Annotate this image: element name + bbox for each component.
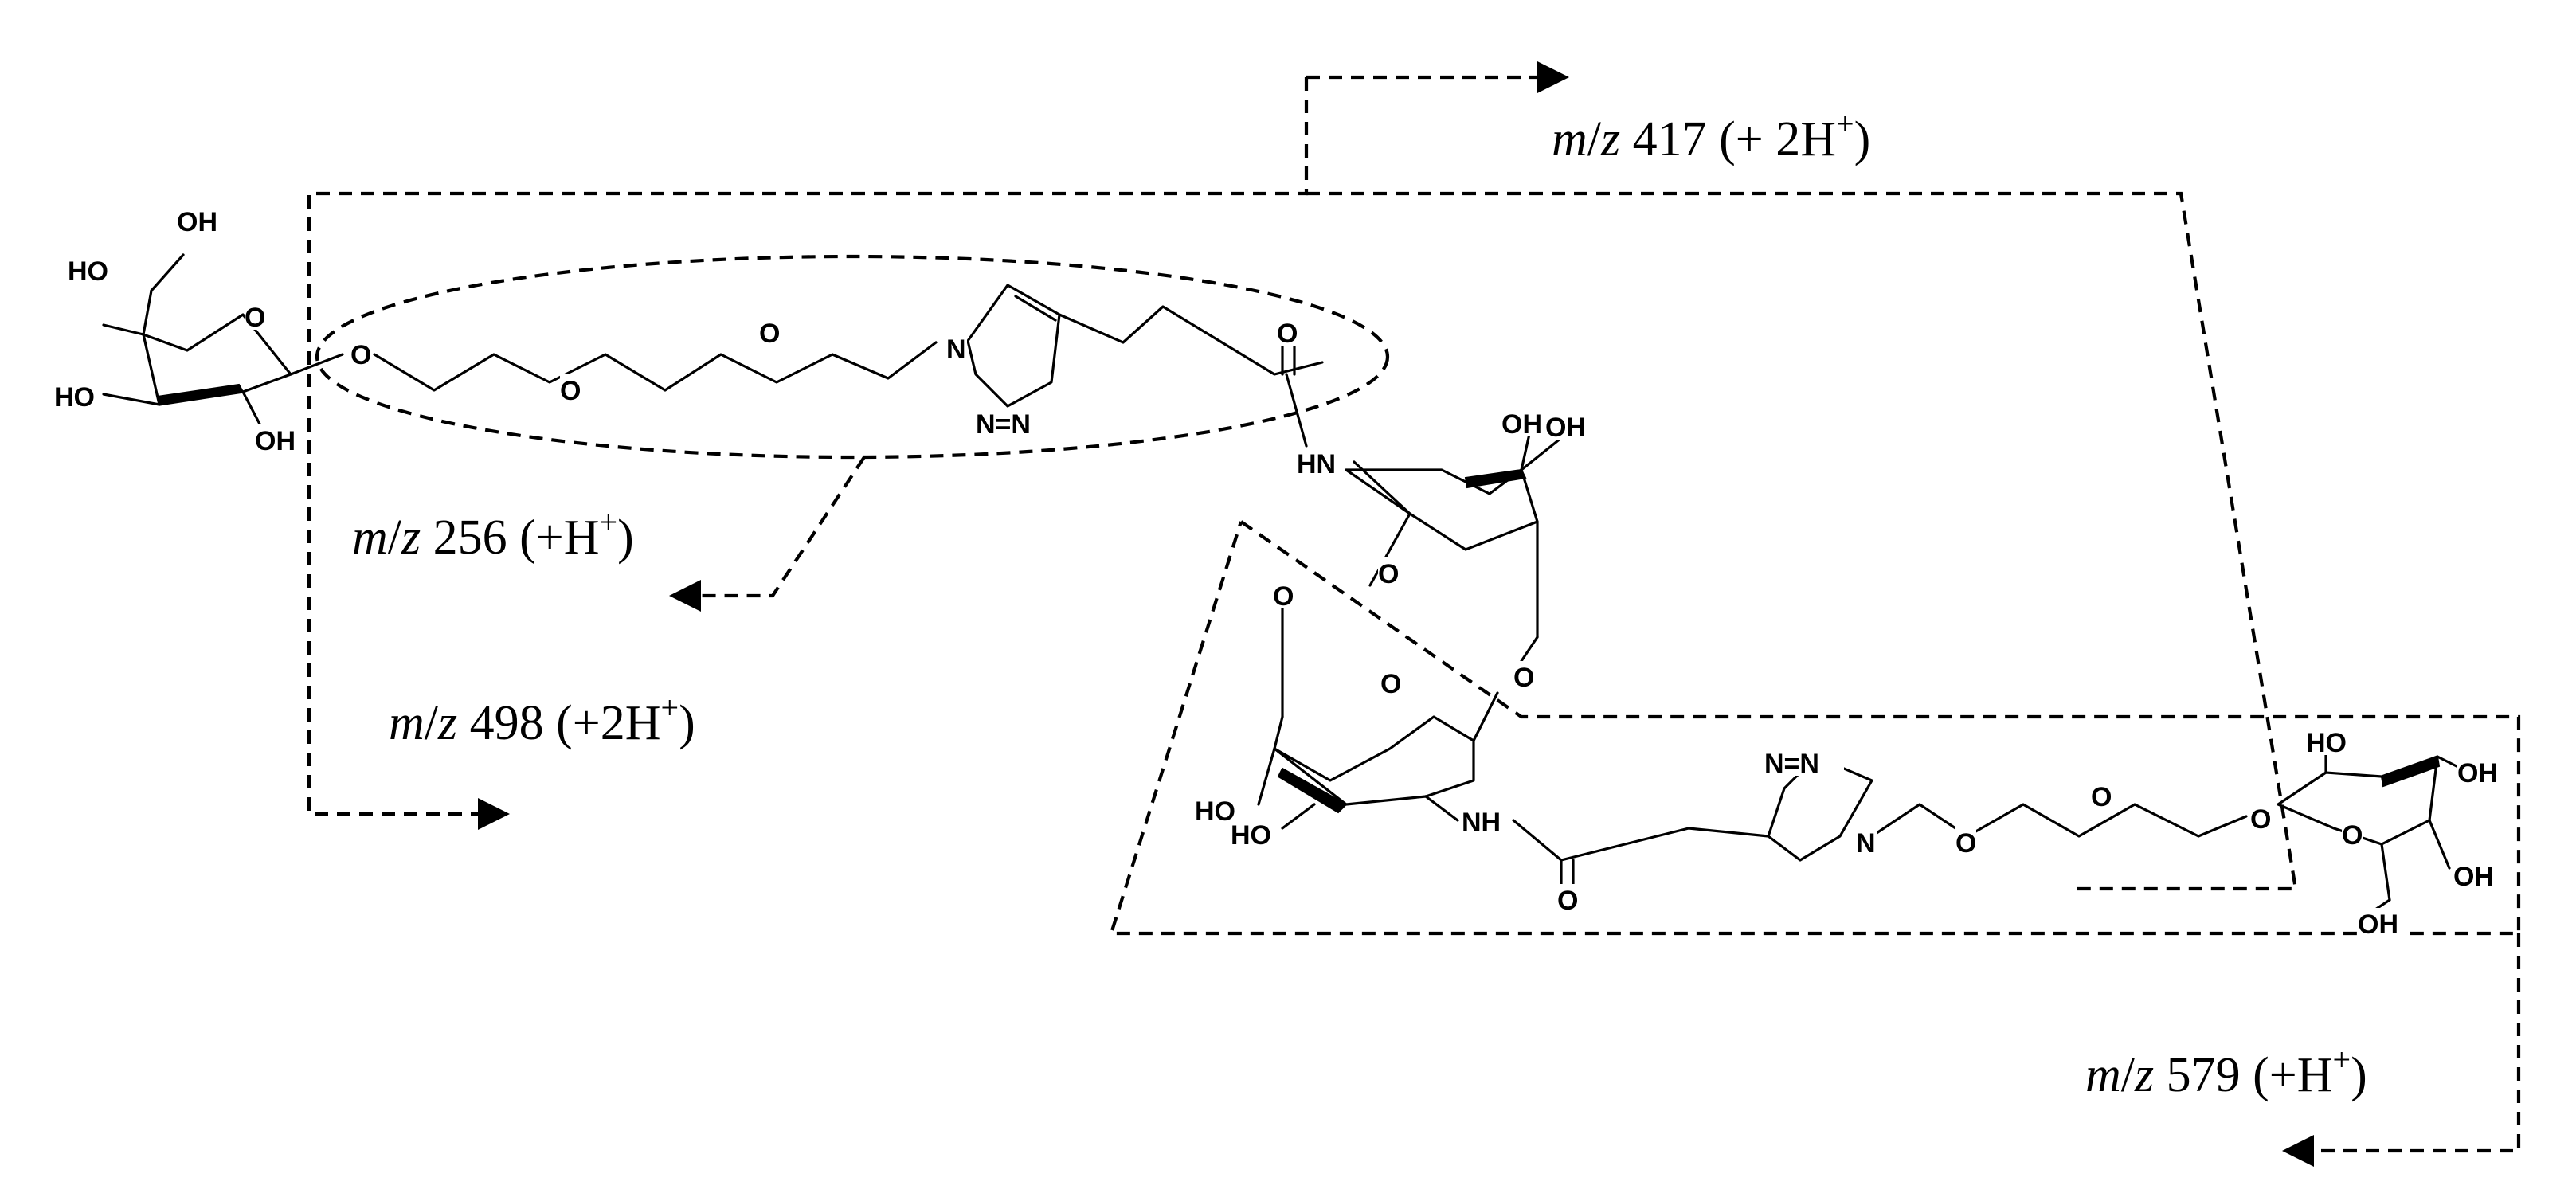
left-linker-chain xyxy=(373,284,1324,448)
atom-labels: OH HO HO OH O O O O N N=N O H xyxy=(54,205,2504,940)
atom-oh-right-c6: OH xyxy=(2358,910,2398,940)
fragment-256-leader xyxy=(701,456,866,598)
arrow-256-head xyxy=(669,580,701,612)
atom-o-right-ring: O xyxy=(2342,820,2363,851)
right-sugar-ring xyxy=(2277,747,2463,917)
atom-o-central-ring-top: O xyxy=(1378,559,1399,589)
fragment-labels: m/z 417 (+ 2H+) m/z 256 (+H+) m/z 498 (+… xyxy=(352,106,2367,1102)
atom-o-left-ring: O xyxy=(245,303,265,333)
atom-oh-left-c6: OH xyxy=(177,207,217,237)
atom-o-carbonyl-bottom: O xyxy=(1557,886,1578,916)
arrow-579-head xyxy=(2282,1135,2314,1167)
atom-n-eq-n-triazole: N=N xyxy=(976,409,1031,440)
right-linker-chain xyxy=(1512,755,2248,886)
fragment-417-right-boundary xyxy=(1306,191,2298,891)
arrow-417-head xyxy=(1537,61,1569,93)
arrow-498-head xyxy=(478,798,510,830)
label-mz-579: m/z 579 (+H+) xyxy=(2085,1042,2367,1102)
atom-oh-left-c2: OH xyxy=(255,426,296,456)
fragment-outlines xyxy=(307,75,2521,1153)
atom-o-carbonyl-top: O xyxy=(1277,319,1298,349)
central-lower-ring xyxy=(1257,604,1499,830)
atom-ho-left-c3: HO xyxy=(54,382,95,413)
atom-oh-central-b: OH xyxy=(1545,413,1586,443)
atom-oh-right-a: OH xyxy=(2457,758,2498,788)
fragment-579-leader xyxy=(2314,933,2521,1153)
atom-o-peg-2: O xyxy=(759,319,780,349)
left-sugar-ring xyxy=(102,253,344,432)
label-mz-256: m/z 256 (+H+) xyxy=(352,504,634,565)
atom-o-bridge-right: O xyxy=(1513,663,1534,693)
arrowheads xyxy=(478,61,2314,1167)
atom-ho-central-lower-b: HO xyxy=(1231,820,1271,851)
atom-ho-central-lower-a: HO xyxy=(1195,796,1235,827)
atom-o-peg-1: O xyxy=(560,376,581,406)
central-upper-ring xyxy=(1345,432,1563,663)
atom-o-glycosidic-left: O xyxy=(350,340,371,370)
atom-o-central-ring-bottom: O xyxy=(1380,669,1401,699)
label-mz-417: m/z 417 (+ 2H+) xyxy=(1552,106,1870,166)
atom-oh-central-a: OH xyxy=(1501,409,1542,440)
atom-ho-left-c4: HO xyxy=(68,256,108,287)
fragment-256-ellipse xyxy=(315,254,1390,460)
atom-o-peg-4: O xyxy=(2091,782,2112,812)
atom-oh-right-b: OH xyxy=(2453,862,2494,892)
fragment-579-boundary xyxy=(1109,520,2521,936)
atom-o-bridge-left: O xyxy=(1273,581,1294,612)
atom-o-peg-3: O xyxy=(1955,828,1976,859)
atom-n-eq-n-triazole-lower: N=N xyxy=(1764,749,1819,779)
atom-n-triazole-lower-1: N xyxy=(1856,828,1876,859)
atom-ho-right-a: HO xyxy=(2306,728,2347,758)
atom-hn-amide-top: HN xyxy=(1297,449,1336,479)
atom-n-triazole-1: N xyxy=(946,334,966,365)
atom-nh-amide-bottom: NH xyxy=(1462,808,1501,838)
atom-o-glycosidic-right: O xyxy=(2250,804,2271,835)
label-mz-498: m/z 498 (+2H+) xyxy=(389,690,695,750)
fragment-417-boundary xyxy=(307,77,1309,816)
molecule-structure: OH HO HO OH O O O O N N=N O H xyxy=(54,205,2504,940)
